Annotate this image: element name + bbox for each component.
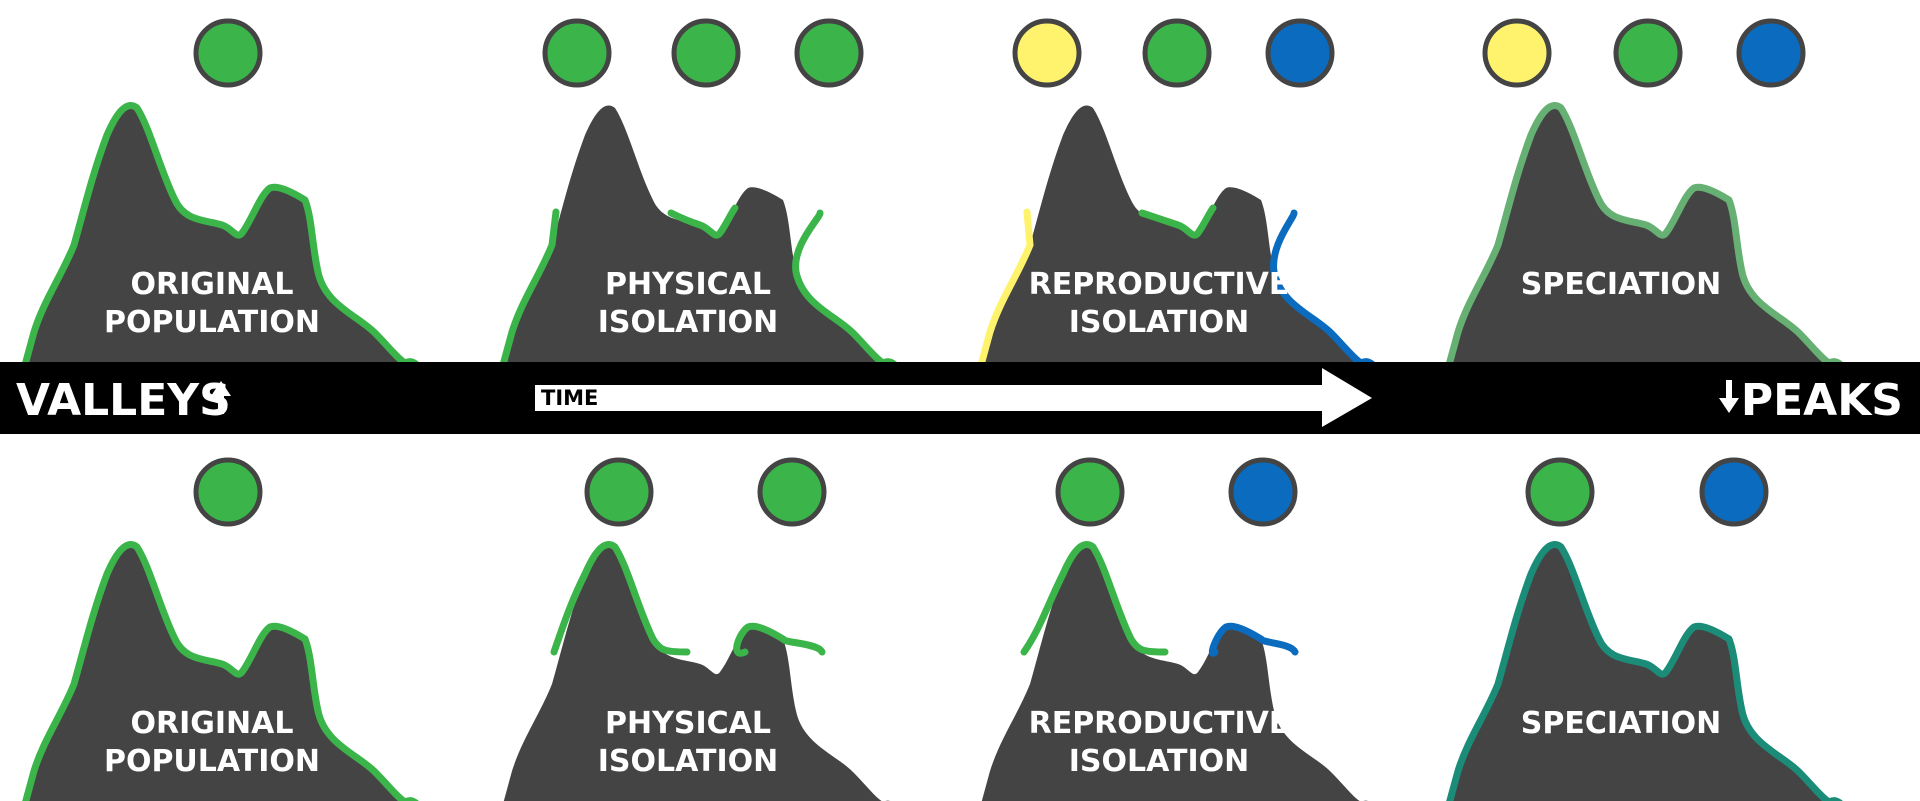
panel-title-line1: PHYSICAL [605,706,771,741]
panel-speciation-top: SPECIATION [1446,102,1850,362]
population-outline [22,102,419,362]
time-arrow: TIME [535,368,1372,427]
population-dot-green [1055,457,1125,527]
panel-title-line1: REPRODUCTIVE [1029,706,1290,741]
population-dot-blue [1265,18,1335,88]
panel-speciation-bottom: SPECIATION [1446,541,1850,801]
valley-population-right [792,209,897,362]
valleys-row: ORIGINAL POPULATION PHYSICAL ISOLATION R… [22,18,1850,362]
panel-reproductive-isolation-top: REPRODUCTIVE ISOLATION [978,105,1382,362]
peaks-label: PEAKS [1741,375,1903,426]
panel-title-line1: SPECIATION [1521,706,1721,741]
population-dot-green [757,457,827,527]
panel-title-line1: PHYSICAL [605,267,771,302]
arrow-down-icon [1719,380,1739,413]
population-dot-green [542,18,612,88]
population-outline [22,541,419,801]
panel-physical-isolation-bottom: PHYSICAL ISOLATION [500,541,904,801]
valley-population-blue [1270,209,1375,362]
panel-title-line1: SPECIATION [1521,267,1721,302]
population-dot-green [584,457,654,527]
population-dot-green [1613,18,1683,88]
panel-title-line2: POPULATION [104,305,320,340]
mountain-shape [1446,105,1850,362]
population-dot-green [1142,18,1212,88]
population-dot-yellow [1482,18,1552,88]
peak-population-green [1020,541,1169,656]
arrow-up-icon [211,381,231,414]
valley-population-yellow [978,208,1034,362]
valley-population-left [500,208,560,362]
valleys-label: VALLEYS [16,375,231,426]
panel-title-line1: REPRODUCTIVE [1029,267,1290,302]
panel-title-line1: ORIGINAL [131,267,294,302]
population-dot-green [1525,457,1595,527]
valley-population-middle [667,204,739,239]
panel-title-line2: ISOLATION [598,305,779,340]
valley-population-green [1138,204,1217,239]
peak-population-right [733,622,826,657]
species-outline [1446,102,1843,362]
population-dot-blue [1736,18,1806,88]
population-dot-green [671,18,741,88]
panel-physical-isolation-top: PHYSICAL ISOLATION [500,105,904,362]
population-dot-blue [1228,457,1298,527]
panel-title-line2: ISOLATION [1069,305,1250,340]
panel-title-line2: ISOLATION [598,744,779,779]
population-dot-yellow [1012,18,1082,88]
population-dot-blue [1699,457,1769,527]
population-dot-green [794,18,864,88]
population-dot-green [193,18,263,88]
time-arrow-shape [535,368,1372,427]
population-dot-green [193,457,263,527]
panel-title-line2: POPULATION [104,744,320,779]
peak-population-left [550,541,691,656]
panel-title-line1: ORIGINAL [131,706,294,741]
peak-population-blue [1208,622,1299,657]
panel-reproductive-isolation-bottom: REPRODUCTIVE ISOLATION [978,541,1382,801]
panel-original-population-bottom: ORIGINAL POPULATION [22,541,426,801]
species-outline [1446,541,1843,801]
peaks-row: ORIGINAL POPULATION PHYSICAL ISOLATION R… [22,457,1850,801]
panel-original-population-top: ORIGINAL POPULATION [22,102,426,362]
panel-title-line2: ISOLATION [1069,744,1250,779]
valleys-peaks-band: VALLEYS TIME PEAKS [0,362,1920,434]
time-label: TIME [541,386,598,410]
